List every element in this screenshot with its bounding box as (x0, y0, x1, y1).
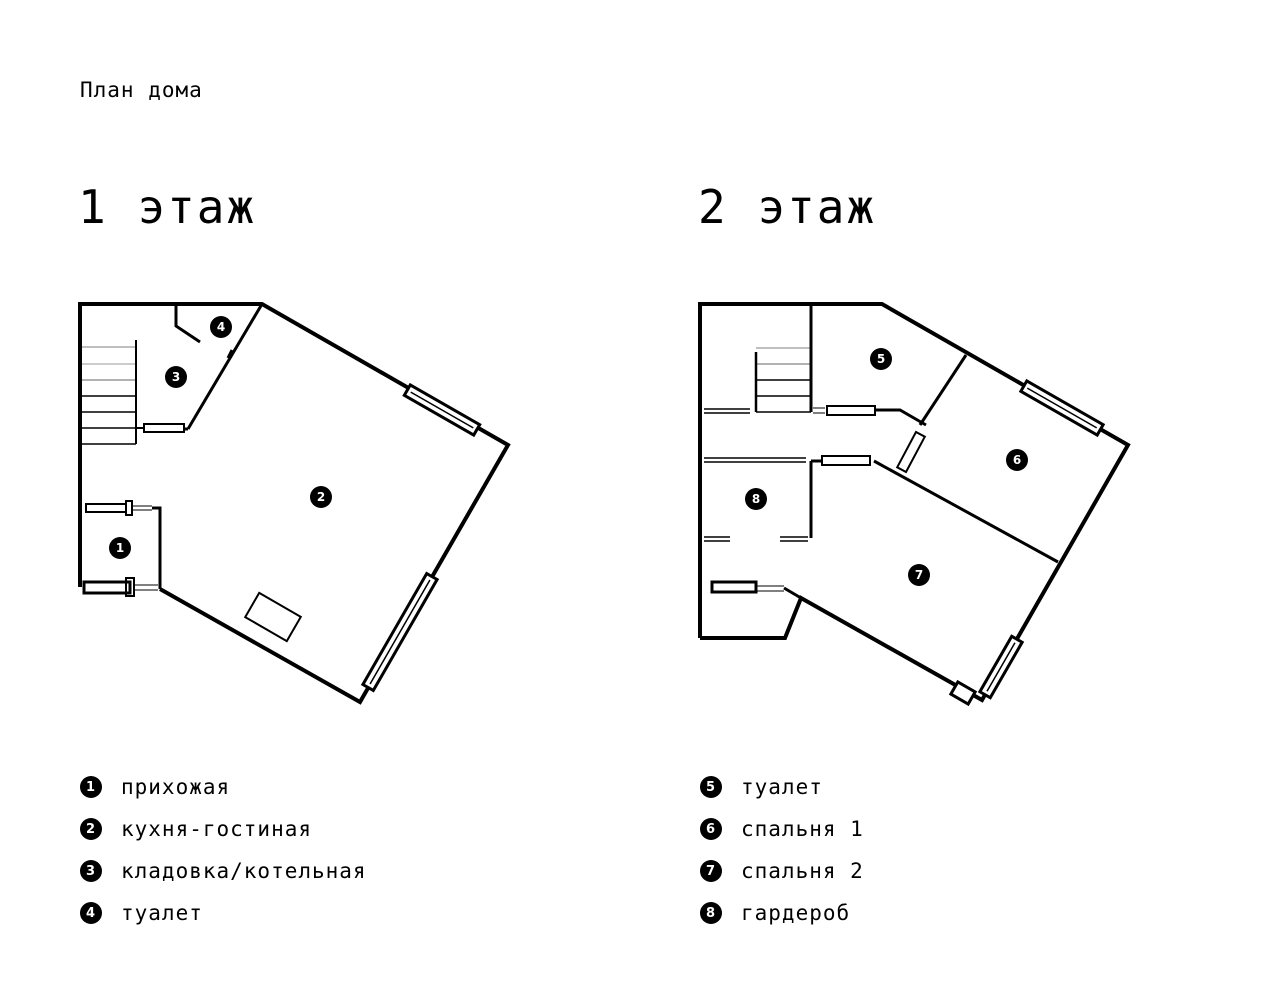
floor-2-toilet-door (826, 405, 876, 416)
floor-1-hallway-wall (152, 506, 162, 589)
legend-item: 7 спальня 2 (700, 850, 864, 892)
floor-1-title: 1 этаж (78, 180, 257, 234)
legend-item: 4 туалет (80, 892, 367, 934)
floor-1-plan (78, 302, 511, 705)
room-marker-4: 4 (210, 316, 232, 338)
legend-item: 5 туалет (700, 766, 864, 808)
legend-item: 1 прихожая (80, 766, 367, 808)
legend-item: 6 спальня 1 (700, 808, 864, 850)
floor-2-plan (698, 302, 1131, 707)
floor-2-outer-wall (698, 302, 1131, 703)
floor-2-lower-door (710, 580, 758, 594)
room-marker-5: 5 (870, 348, 892, 370)
floor-1-legend: 1 прихожая 2 кухня-гостиная 3 кладовка/к… (80, 766, 367, 934)
floor-2-bedroom-divider (873, 459, 1059, 564)
room-marker-8: 8 (745, 488, 767, 510)
legend-number-badge: 1 (80, 776, 102, 798)
svg-text:3: 3 (172, 370, 180, 384)
legend-label: спальня 2 (741, 859, 864, 883)
legend-label: спальня 1 (741, 817, 864, 841)
legend-item: 2 кухня-гостиная (80, 808, 367, 850)
svg-text:4: 4 (217, 320, 225, 334)
legend-number-badge: 8 (700, 902, 722, 924)
floor-1-staircase (82, 340, 137, 445)
room-marker-7: 7 (908, 564, 930, 586)
legend-label: гардероб (741, 901, 851, 925)
svg-text:2: 2 (317, 490, 325, 504)
floor-1-window-right (360, 571, 440, 693)
floor-2-bedroom-2-door (821, 455, 871, 466)
floor-1-outer-wall (78, 302, 511, 705)
floor-1-toilet-wall (174, 304, 201, 344)
room-marker-2: 2 (310, 486, 332, 508)
legend-label: кухня-гостиная (121, 817, 313, 841)
legend-number-badge: 3 (80, 860, 102, 882)
legend-label: прихожая (121, 775, 231, 799)
svg-text:1: 1 (116, 541, 124, 555)
svg-text:6: 6 (1013, 453, 1021, 467)
room-marker-3: 3 (165, 366, 187, 388)
legend-number-badge: 7 (700, 860, 722, 882)
floor-2-bedroom-1-door (895, 430, 927, 474)
svg-text:5: 5 (877, 352, 885, 366)
legend-label: кладовка/котельная (121, 859, 367, 883)
floor-1-entrance-door (82, 580, 132, 595)
floor-2-legend: 5 туалет 6 спальня 1 7 спальня 2 8 гарде… (700, 766, 864, 934)
floor-1-hall-door-top (85, 503, 127, 513)
floor-2-staircase (754, 347, 811, 413)
svg-text:7: 7 (915, 568, 923, 582)
svg-text:8: 8 (752, 492, 760, 506)
floor-2-title: 2 этаж (698, 180, 877, 234)
floor-2-window-right (977, 634, 1025, 700)
legend-item: 3 кладовка/котельная (80, 850, 367, 892)
legend-number-badge: 2 (80, 818, 102, 840)
legend-number-badge: 5 (700, 776, 722, 798)
legend-label: туалет (121, 901, 203, 925)
floor-2-window-top (1018, 378, 1106, 438)
page-title: План дома (80, 78, 203, 102)
floor-2-window-corner (948, 679, 978, 707)
legend-number-badge: 6 (700, 818, 722, 840)
floor-1-window-top (402, 382, 482, 438)
legend-label: туалет (741, 775, 823, 799)
floor-1-storage-wall (186, 303, 264, 430)
floor-1-storage-door (143, 423, 185, 433)
legend-number-badge: 4 (80, 902, 102, 924)
legend-item: 8 гардероб (700, 892, 864, 934)
room-marker-6: 6 (1006, 449, 1028, 471)
floor-1-table (243, 591, 303, 643)
room-marker-1: 1 (109, 537, 131, 559)
